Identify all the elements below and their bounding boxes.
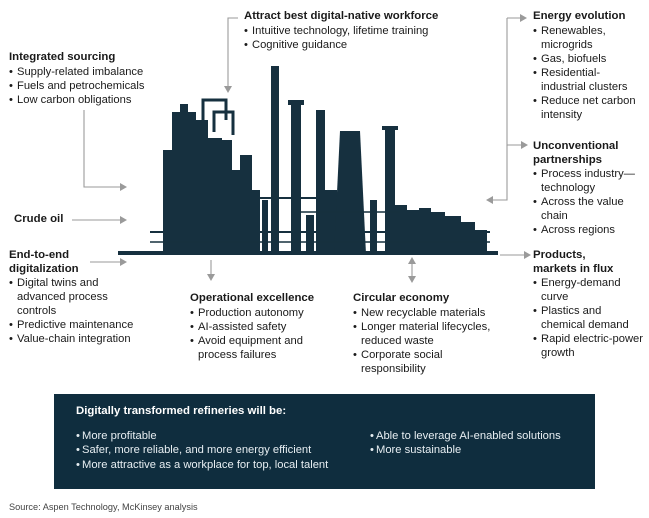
partnerships-heading: Unconventional partnerships: [533, 140, 643, 167]
summary-item: More attractive as a workplace for top, …: [76, 458, 370, 473]
source-note: Source: Aspen Technology, McKinsey analy…: [9, 502, 198, 512]
operational-item: Avoid equipment and process failures: [190, 334, 320, 362]
circular-economy-block: Circular economy New recyclable material…: [353, 292, 503, 376]
sourcing-item: Low carbon obligations: [9, 93, 179, 107]
summary-panel: Digitally transformed refineries will be…: [54, 394, 595, 489]
end-to-end-item: Digital twins and advanced process contr…: [9, 276, 139, 318]
products-item: Rapid electric-power growth: [533, 332, 643, 360]
partnerships-item: Across regions: [533, 223, 643, 237]
crude-oil-label: Crude oil: [14, 213, 64, 225]
energy-heading: Energy evolution: [533, 10, 626, 22]
integrated-sourcing-block: Integrated sourcing Supply-related imbal…: [9, 51, 179, 107]
operational-item: Production autonomy: [190, 306, 320, 320]
attract-heading: Attract best digital-native workforce: [244, 10, 439, 22]
energy-item: Residential-industrial clusters: [533, 66, 643, 94]
end-to-end-heading-line2: digitalization: [9, 262, 79, 275]
end-to-end-item: Predictive maintenance: [9, 318, 139, 332]
circular-item: Longer material lifecycles, reduced wast…: [353, 320, 503, 348]
attract-item: Cognitive guidance: [244, 38, 438, 52]
end-to-end-heading: End-to-end digitalization: [9, 249, 139, 276]
partnerships-item: Process industry—technology: [533, 167, 643, 195]
partnerships-item: Across the value chain: [533, 195, 643, 223]
partnerships-block: Unconventional partnerships Process indu…: [533, 140, 643, 237]
products-item: Energy-demand curve: [533, 276, 643, 304]
flow-arrows: [72, 14, 531, 283]
summary-item: More sustainable: [370, 443, 573, 458]
circular-heading: Circular economy: [353, 292, 450, 304]
summary-item: More profitable: [76, 429, 370, 444]
products-heading-line1: Products,: [533, 249, 586, 261]
energy-arrow: [506, 18, 527, 146]
summary-right-list: Able to leverage AI-enabled solutions Mo…: [370, 429, 573, 473]
summary-left-list: More profitable Safer, more reliable, an…: [76, 429, 370, 473]
attract-item: Intuitive technology, lifetime training: [244, 24, 438, 38]
partnerships-heading-line1: Unconventional: [533, 140, 619, 152]
operational-excellence-block: Operational excellence Production autono…: [190, 292, 320, 362]
partnerships-heading-line2: partnerships: [533, 153, 602, 166]
sourcing-item: Fuels and petrochemicals: [9, 79, 179, 93]
energy-item: Renewables, microgrids: [533, 24, 643, 52]
energy-item: Gas, biofuels: [533, 52, 643, 66]
sourcing-arrow: [83, 110, 127, 191]
attract-block: Attract best digital-native workforce In…: [244, 10, 438, 52]
products-item: Plastics and chemical demand: [533, 304, 643, 332]
refinery-silhouette: [118, 66, 498, 255]
circular-item: New recyclable materials: [353, 306, 503, 320]
circular-item: Corporate social responsibility: [353, 348, 503, 376]
end-to-end-item: Value-chain integration: [9, 332, 139, 346]
end-to-end-heading-line1: End-to-end: [9, 249, 70, 261]
partnerships-arrow: [486, 145, 508, 204]
sourcing-item: Supply-related imbalance: [9, 65, 179, 79]
energy-item: Reduce net carbon intensity: [533, 94, 643, 122]
products-heading-line2: markets in flux: [533, 262, 614, 275]
products-block: Products, markets in flux Energy-demand …: [533, 249, 643, 360]
energy-evolution-block: Energy evolution Renewables, microgrids …: [533, 10, 643, 122]
operational-item: AI-assisted safety: [190, 320, 320, 334]
products-heading: Products, markets in flux: [533, 249, 643, 276]
end-to-end-block: End-to-end digitalization Digital twins …: [9, 249, 139, 346]
integrated-sourcing-heading: Integrated sourcing: [9, 51, 116, 63]
attract-arrow: [224, 17, 238, 93]
summary-item: Able to leverage AI-enabled solutions: [370, 429, 573, 444]
summary-item: Safer, more reliable, and more energy ef…: [76, 443, 370, 458]
operational-heading: Operational excellence: [190, 292, 315, 304]
summary-title: Digitally transformed refineries will be…: [76, 405, 287, 417]
